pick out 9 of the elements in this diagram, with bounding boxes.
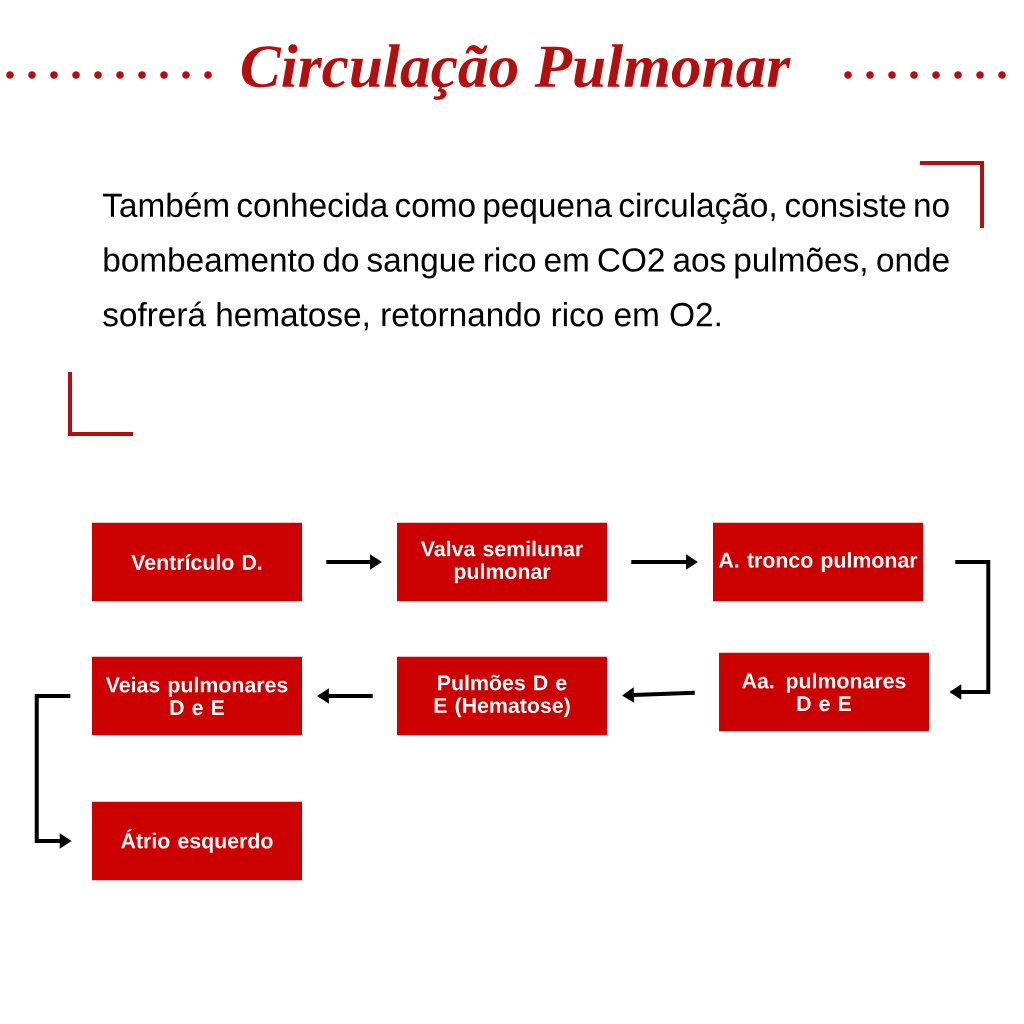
process-box: Aa. pulmonares D e E [719, 652, 929, 732]
process-box: Veias pulmonares D e E [92, 656, 302, 736]
title: Circulação Pulmonar [241, 44, 791, 100]
process-box: Átrio esquerdo [92, 801, 302, 881]
process-box: Ventrículo D. [92, 522, 302, 602]
process-box: Pulmões D e E (Hematose) [397, 656, 607, 736]
paragraph: Também conhecida como pequena circulação, consiste no bombeamento do sangue rico em CO2 aos pulmões, onde sofrerá hematose, retornando rico em O2. [103, 192, 949, 331]
process-box: Valva semilunar pulmonar [397, 522, 607, 602]
process-box: A. tronco pulmonar [713, 522, 923, 602]
